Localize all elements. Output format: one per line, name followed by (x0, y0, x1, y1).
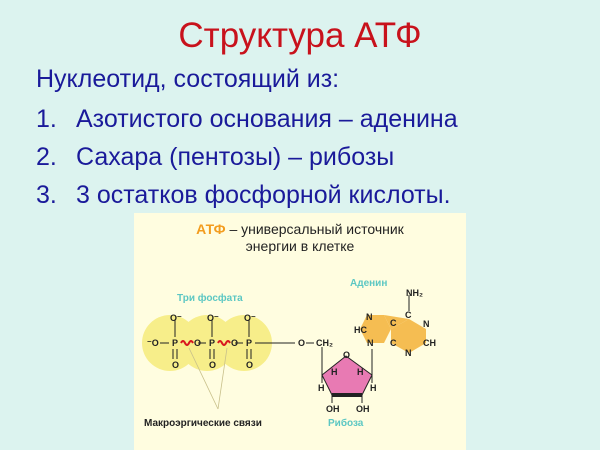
svg-text:O⁻: O⁻ (244, 313, 256, 323)
svg-text:H: H (370, 383, 377, 393)
svg-text:H: H (357, 367, 364, 377)
svg-text:C: C (405, 310, 412, 320)
svg-text:N: N (405, 348, 412, 358)
svg-text:O: O (231, 338, 238, 348)
caption-highlight: АТФ (196, 221, 226, 237)
list-number: 2. (36, 143, 57, 171)
svg-text:P: P (246, 338, 252, 348)
list-text: Сахара (пентозы) – рибозы (76, 143, 395, 171)
svg-text:N: N (367, 338, 374, 348)
svg-text:O: O (343, 350, 350, 360)
svg-text:O: O (172, 360, 179, 370)
bond-pointer-lines (188, 347, 228, 410)
phosphate-glow (142, 315, 272, 371)
caption-line2: энергии в клетке (245, 238, 355, 254)
svg-text:N: N (423, 319, 430, 329)
svg-text:CH₂: CH₂ (316, 338, 333, 348)
svg-text:N: N (366, 312, 373, 322)
label-phosphates: Три фосфата (177, 293, 243, 304)
list-number: 3. (36, 181, 57, 209)
svg-text:OH: OH (356, 404, 370, 414)
phosphate-bonds (160, 320, 314, 359)
svg-text:O⁻: O⁻ (207, 313, 219, 323)
intro-text: Нуклеотид, состоящий из: (36, 65, 340, 93)
label-high-energy-bonds: Макроэргические связи (144, 418, 262, 429)
svg-text:P: P (209, 338, 215, 348)
svg-text:P: P (172, 338, 178, 348)
high-energy-bond-icon (180, 340, 231, 346)
svg-text:C: C (390, 318, 397, 328)
slide-title: Структура АТФ (178, 16, 422, 55)
svg-text:NH₂: NH₂ (406, 288, 423, 298)
svg-text:O: O (209, 360, 216, 370)
adenine-rings: NH₂ N C C N HC CH N C N (354, 288, 436, 358)
svg-text:O: O (246, 360, 253, 370)
svg-text:C: C (390, 338, 397, 348)
figure-caption: АТФ – универсальный источник энергии в к… (134, 221, 466, 255)
list-text: Азотистого основания – аденина (76, 105, 458, 133)
svg-text:CH: CH (423, 338, 436, 348)
svg-text:O: O (194, 338, 201, 348)
svg-text:O⁻: O⁻ (170, 313, 182, 323)
svg-text:O: O (298, 338, 305, 348)
component-list: 1. Азотистого основания – аденина 2. Сах… (36, 104, 458, 218)
list-number: 1. (36, 105, 57, 133)
svg-text:⁻O: ⁻O (147, 338, 159, 348)
svg-text:H: H (331, 367, 338, 377)
list-text: 3 остатков фосфорной кислоты. (76, 181, 451, 209)
svg-text:H: H (318, 383, 325, 393)
svg-text:HC: HC (354, 325, 367, 335)
caption-line1: – универсальный источник (225, 221, 404, 237)
list-item: 1. Азотистого основания – аденина (36, 104, 458, 142)
label-ribose: Рибоза (328, 418, 364, 429)
label-adenine: Аденин (350, 278, 388, 289)
svg-text:OH: OH (326, 404, 340, 414)
list-item: 2. Сахара (пентозы) – рибозы (36, 142, 458, 180)
list-item: 3. 3 остатков фосфорной кислоты. (36, 180, 458, 218)
